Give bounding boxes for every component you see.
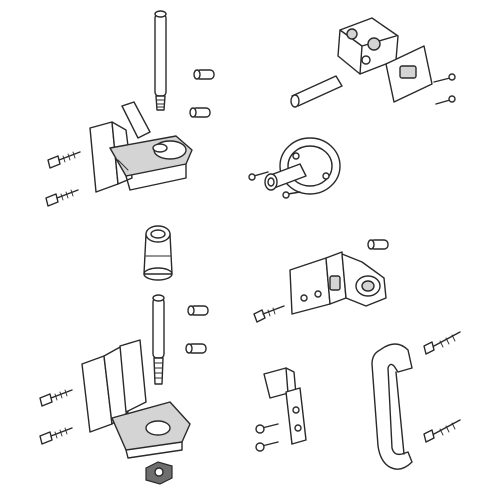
keeper-screws — [253, 239, 389, 323]
door-stop-bumper — [248, 137, 341, 199]
top-bracket-screws — [45, 151, 81, 207]
bottom-pin-bolts — [185, 305, 209, 354]
bottom-hinge-sleeve — [143, 225, 173, 281]
top-hinge-bracket — [89, 101, 193, 193]
handle-bolts — [423, 331, 461, 443]
latch-assembly — [290, 17, 456, 108]
door-pull-handle — [371, 343, 413, 470]
strike-angle-bracket — [263, 367, 307, 445]
top-hinge-pin — [154, 10, 167, 111]
top-pin-bolts — [189, 69, 215, 118]
strike-screws — [255, 423, 279, 452]
bottom-bracket-screws — [39, 389, 73, 445]
bottom-hinge-bracket — [81, 339, 191, 459]
hex-nut — [145, 461, 173, 485]
bottom-hinge-pin — [152, 294, 165, 385]
wall-keeper-bracket — [289, 251, 387, 315]
